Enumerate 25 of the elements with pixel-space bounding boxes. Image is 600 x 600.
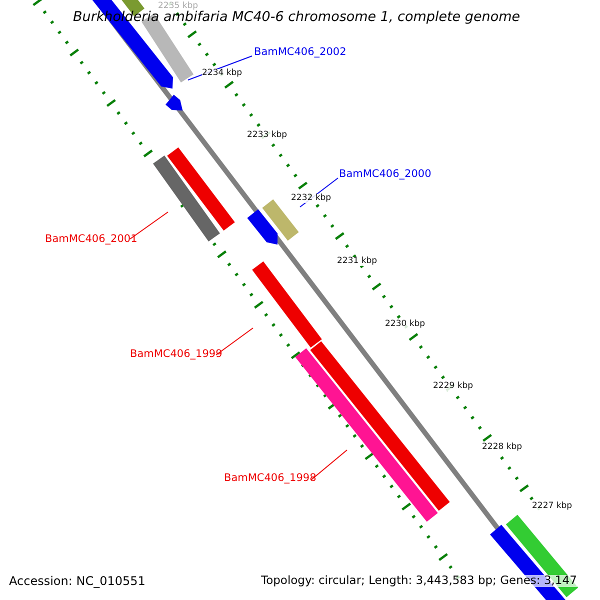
accession-text: Accession: NC_010551 xyxy=(9,575,146,587)
tick-label: 2232 kbp xyxy=(291,194,332,202)
tick-label: 2234 kbp xyxy=(202,69,242,78)
leader-line xyxy=(310,450,348,480)
tick-label: 2227 kbp xyxy=(532,502,572,510)
leader-line xyxy=(130,212,168,240)
tick-label: 2235 kbp xyxy=(158,2,198,10)
gene-segment xyxy=(166,94,183,111)
gene-label: BamMC406_1998 xyxy=(224,473,316,484)
gene-segment xyxy=(167,147,235,231)
gene-segment xyxy=(252,261,322,348)
gene-segment xyxy=(247,209,278,245)
tick-label: 2230 kbp xyxy=(385,320,426,328)
gene-label: BamMC406_2000 xyxy=(339,169,432,180)
tick-label: 2231 kbp xyxy=(337,257,378,266)
gene-segment xyxy=(153,156,220,242)
gene-segment xyxy=(262,199,299,241)
leader-line xyxy=(216,328,254,356)
tick-label: 2233 kbp xyxy=(247,131,288,140)
gene-label: BamMC406_2002 xyxy=(254,47,346,58)
gene-label: BamMC406_1999 xyxy=(130,349,222,360)
gene-label: BamMC406_2001 xyxy=(45,234,138,244)
tick-label: 2228 kbp xyxy=(482,443,522,452)
genome-info-text: Topology: circular; Length: 3,443,583 bp; Genes: 3,147 xyxy=(261,575,577,586)
tick-label: 2229 kbp xyxy=(433,382,474,390)
